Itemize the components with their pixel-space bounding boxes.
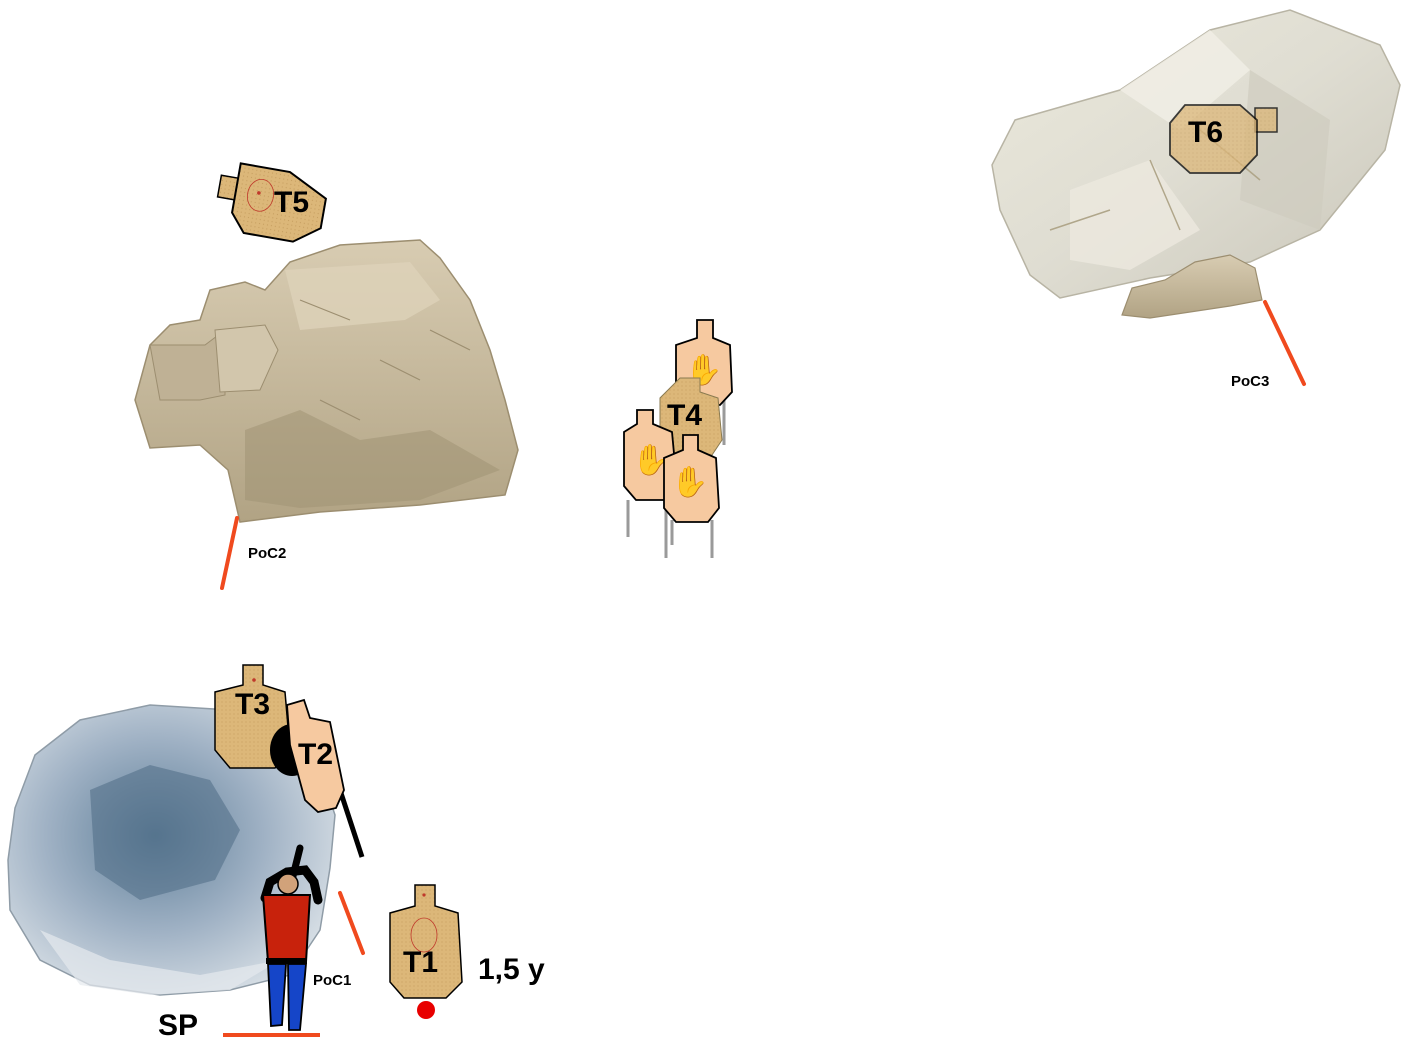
target-t2-label: T2 <box>298 740 333 770</box>
target-t4-label: T4 <box>667 401 702 431</box>
poc2-label: PoC2 <box>248 546 286 561</box>
target-t6-label: T6 <box>1188 118 1223 148</box>
distance-label: 1,5 y <box>478 955 545 985</box>
target-t5[interactable] <box>212 160 329 246</box>
target-t1-label: T1 <box>403 948 438 978</box>
poc1-label: PoC1 <box>313 973 351 988</box>
target-t5-label: T5 <box>274 188 309 218</box>
poc2-line <box>222 518 237 588</box>
target-t1[interactable] <box>390 885 462 998</box>
t4-array: ✋ ✋ ✋ <box>624 320 732 558</box>
start-position-label: SP <box>158 1011 198 1041</box>
red-dot-icon <box>417 1001 435 1019</box>
poc3-line <box>1265 302 1304 384</box>
poc1-line <box>340 893 363 953</box>
target-t3-label: T3 <box>235 690 270 720</box>
poc3-label: PoC3 <box>1231 374 1269 389</box>
hand-icon: ✋ <box>671 464 708 499</box>
tan-boulder-rock <box>135 240 518 522</box>
